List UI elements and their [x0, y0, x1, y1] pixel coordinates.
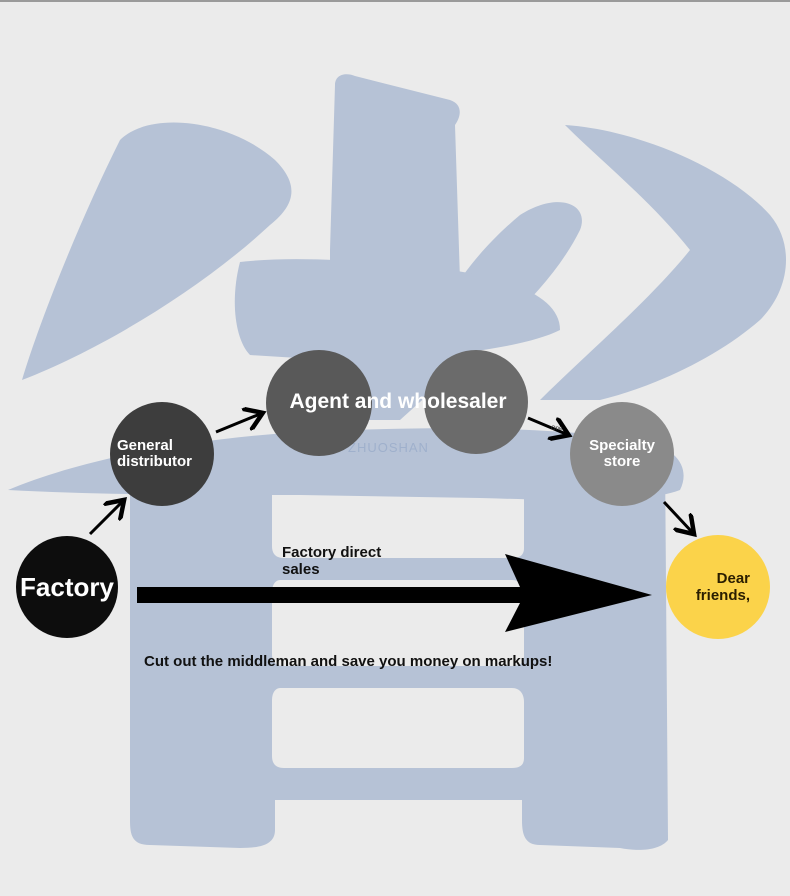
- arrow-distributor-to-agent: [215, 414, 260, 434]
- specialty-store-label-line1: Specialty: [589, 437, 655, 454]
- dear-friends-label-line2: friends,: [695, 587, 750, 604]
- general-distributor-label-line2: distributor: [117, 453, 192, 470]
- one-label: One: [551, 426, 563, 432]
- dear-friends-node: Dear friends,: [666, 535, 770, 639]
- top-border-line: [0, 0, 790, 2]
- watermark-right-stroke: [540, 125, 787, 400]
- factory-node: Factory: [16, 536, 118, 638]
- watermark-text: ZHUOSHAN: [348, 440, 429, 455]
- tagline-text: Cut out the middleman and save you money…: [144, 653, 553, 670]
- dear-friends-label-line1: Dear: [716, 570, 750, 587]
- arrow-factory-direct-sales: [137, 554, 652, 632]
- watermark-left-stroke: [22, 122, 292, 380]
- factory-label: Factory: [20, 571, 114, 602]
- watermark-lower-body: [130, 455, 668, 850]
- arrow-wholesaler-to-store: [527, 416, 566, 434]
- specialty-store-node: Specialty store: [570, 402, 674, 506]
- agent-node: [266, 350, 372, 456]
- general-distributor-node: General distributor: [110, 402, 214, 506]
- agent-wholesaler-label: Agent and wholesaler: [289, 390, 507, 413]
- watermark-horizontal-band: [234, 259, 560, 360]
- factory-direct-sales-line1: Factory direct: [282, 544, 382, 561]
- factory-direct-sales-label: Factory direct sales: [282, 544, 442, 578]
- factory-direct-sales-line2: sales: [282, 561, 320, 578]
- arrow-store-to-friends: [662, 500, 692, 532]
- arrow-factory-to-distributor: [88, 502, 122, 536]
- specialty-store-label-line2: store: [603, 453, 641, 470]
- general-distributor-label-line1: General: [117, 437, 173, 454]
- wholesaler-node: [424, 350, 528, 454]
